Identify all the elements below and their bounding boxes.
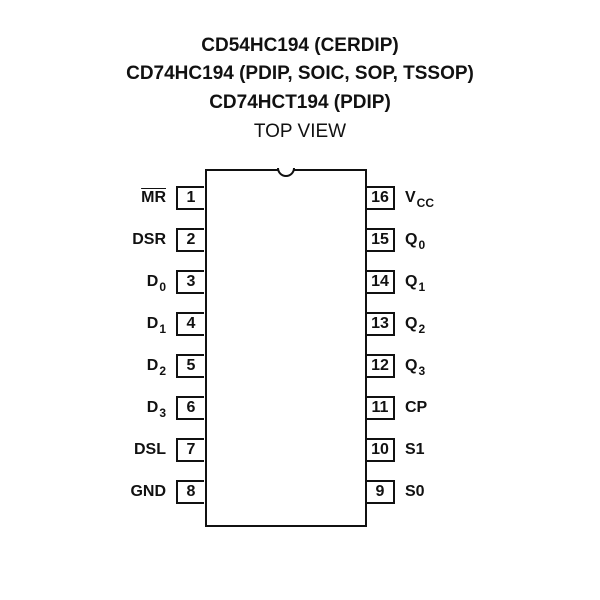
pin-signal-10: S1 [405, 441, 425, 458]
pin-signal-16: VCC [405, 189, 435, 210]
pin-number-4: 4 [176, 312, 204, 336]
pin-signal-8: GND [130, 483, 166, 500]
pin-signal-5: D2 [146, 357, 166, 378]
pin-number-1: 1 [176, 186, 204, 210]
pin-signal-9: S0 [405, 483, 425, 500]
pin-number-5: 5 [176, 354, 204, 378]
pin-number-11: 11 [367, 396, 395, 420]
pin-signal-6: D3 [146, 399, 166, 420]
pin1-notch [277, 168, 295, 186]
pin-number-14: 14 [367, 270, 395, 294]
pin-signal-11: CP [405, 399, 428, 416]
title-line-3: CD74HCT194 (PDIP) [209, 92, 391, 113]
pin-signal-7: DSL [134, 441, 166, 458]
pin-number-10: 10 [367, 438, 395, 462]
pin-number-9: 9 [367, 480, 395, 504]
pin-number-7: 7 [176, 438, 204, 462]
pin-number-15: 15 [367, 228, 395, 252]
chip-body [205, 168, 367, 527]
pin-number-2: 2 [176, 228, 204, 252]
pin-number-13: 13 [367, 312, 395, 336]
pin-signal-1: MR [141, 189, 166, 206]
pin-signal-3: D0 [146, 273, 166, 294]
pin-signal-15: Q0 [405, 231, 426, 252]
pin-signal-2: DSR [132, 231, 166, 248]
pin-number-12: 12 [367, 354, 395, 378]
pin-number-3: 3 [176, 270, 204, 294]
pin-number-8: 8 [176, 480, 204, 504]
pin-signal-14: Q1 [405, 273, 426, 294]
title-line-1: CD54HC194 (CERDIP) [201, 35, 399, 56]
pin-number-6: 6 [176, 396, 204, 420]
pin-signal-4: D1 [146, 315, 166, 336]
pin-number-16: 16 [367, 186, 395, 210]
pin-signal-13: Q2 [405, 315, 426, 336]
pin-signal-12: Q3 [405, 357, 426, 378]
view-label: TOP VIEW [253, 121, 347, 142]
title-line-2: CD74HC194 (PDIP, SOIC, SOP, TSSOP) [126, 63, 474, 84]
